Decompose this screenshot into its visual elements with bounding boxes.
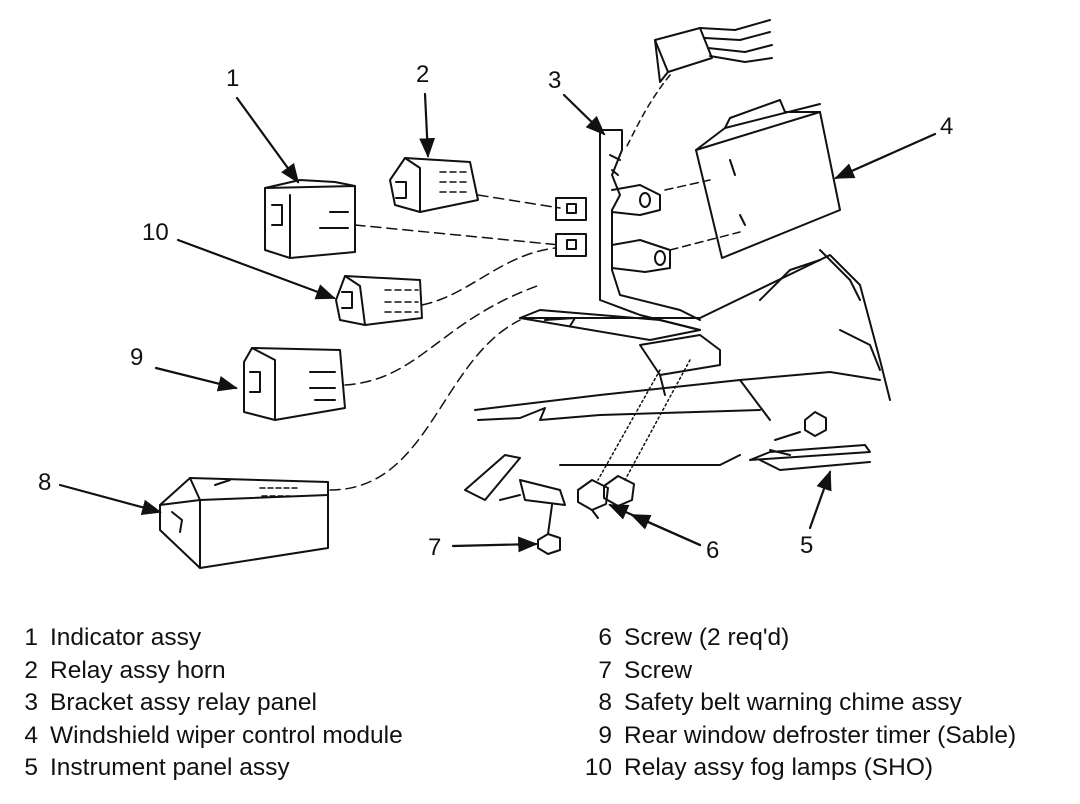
callout-1: 1 <box>226 65 239 92</box>
legend-item: 4 Windshield wiper control module <box>16 720 403 753</box>
mount-plate <box>519 309 721 396</box>
callout-5: 5 <box>800 532 813 559</box>
legend-number: 7 <box>598 656 612 684</box>
legend-item: 3 Bracket assy relay panel <box>16 687 403 720</box>
legend-label: Relay assy horn <box>50 656 226 684</box>
legend-label: Indicator assy <box>50 624 202 651</box>
legend-number: 9 <box>598 721 612 749</box>
exploded-view-diagram: 1 2 3 4 5 6 7 8 9 10 <box>38 19 953 569</box>
legend-number: 8 <box>598 689 612 716</box>
windshield-wiper-module <box>664 99 841 259</box>
legend-number: 3 <box>24 689 38 716</box>
bracket-assy-relay-panel <box>555 129 701 331</box>
callout-6: 6 <box>706 537 719 564</box>
ground-screw <box>464 454 566 555</box>
legend-number: 1 <box>24 624 38 651</box>
legend-number: 6 <box>598 624 612 651</box>
legend-column-left: 1 Indicator assy 2 Relay assy horn 3 Bracke… <box>16 622 403 785</box>
legend-item: 7 Screw <box>576 655 1016 688</box>
legend-item: 6 Screw (2 req'd) <box>576 622 1016 655</box>
relay-assy-fog-lamps <box>335 247 556 326</box>
screw-pair <box>577 359 691 519</box>
legend-column-right: 6 Screw (2 req'd) 7 Screw 8 Safety belt war… <box>576 622 1016 785</box>
legend-label: Screw <box>624 656 693 684</box>
legend-number: 2 <box>24 656 38 684</box>
legend-label: Safety belt warning chime assy <box>624 689 962 716</box>
legend-label: Screw (2 req'd) <box>624 624 790 651</box>
legend-label: Instrument panel assy <box>50 754 290 781</box>
legend-label: Windshield wiper control module <box>50 721 403 749</box>
legend-item: 5 Instrument panel assy <box>16 752 403 785</box>
instrument-panel-assy <box>474 249 891 471</box>
callout-leaders <box>58 92 937 553</box>
bracket-bolt <box>739 379 827 456</box>
callout-2: 2 <box>416 61 429 88</box>
legend-number: 10 <box>584 754 612 781</box>
legend-label: Relay assy fog lamps (SHO) <box>624 754 934 781</box>
relay-assy-horn <box>389 157 561 213</box>
legend-item: 8 Safety belt warning chime assy <box>576 687 1016 720</box>
callout-7: 7 <box>428 534 441 561</box>
indicator-assy <box>264 179 561 259</box>
wire-harness-connector <box>624 19 773 151</box>
legend-item: 1 Indicator assy <box>16 622 403 655</box>
legend-label: Bracket assy relay panel <box>50 689 317 716</box>
callout-9: 9 <box>130 344 143 371</box>
legend-item: 9 Rear window defroster timer (Sable) <box>576 720 1016 753</box>
callout-8: 8 <box>38 469 51 496</box>
rear-window-defroster-timer <box>243 284 541 421</box>
callout-4: 4 <box>940 113 953 140</box>
legend-number: 5 <box>24 754 38 781</box>
legend-item: 10 Relay assy fog lamps (SHO) <box>576 752 1016 785</box>
callout-3: 3 <box>548 67 561 94</box>
safety-belt-chime-assy <box>159 319 521 569</box>
legend-number: 4 <box>24 721 38 749</box>
legend-label: Rear window defroster timer (Sable) <box>624 721 1017 749</box>
callout-10: 10 <box>142 219 169 246</box>
legend-item: 2 Relay assy horn <box>16 655 403 688</box>
